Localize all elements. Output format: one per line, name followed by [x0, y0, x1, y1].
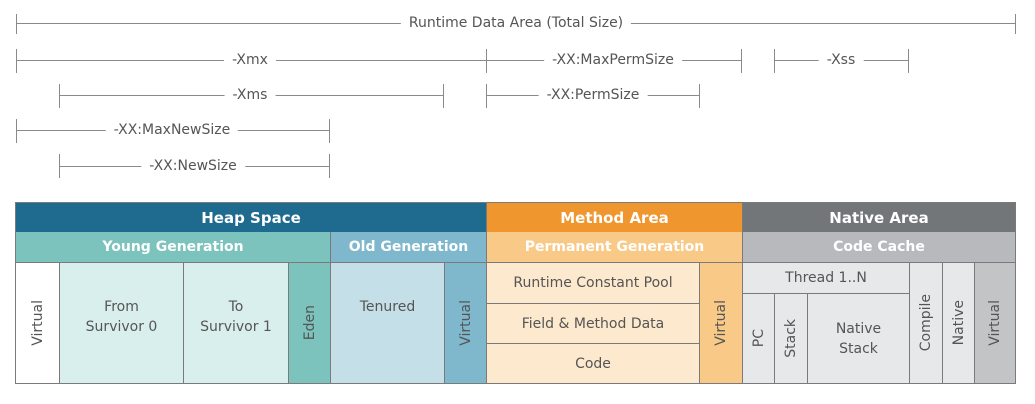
field-method-data-cell: Field & Method Data [486, 303, 699, 343]
dim-maxpermsize-label: -XX:MaxPermSize [544, 51, 682, 69]
heap-space-header: Heap Space [16, 203, 486, 232]
native-label: Native [950, 300, 967, 346]
dim-maxnewsize-label: -XX:MaxNewSize [105, 121, 239, 139]
runtime-constant-pool-label: Runtime Constant Pool [513, 275, 673, 291]
old-virtual-cell: Virtual [444, 262, 486, 383]
from-survivor-cell: From Survivor 0 [59, 262, 183, 383]
pc-cell: PC [742, 293, 774, 383]
permanent-generation-header: Permanent Generation [486, 232, 742, 262]
native-stack-cell: Native Stack [807, 293, 909, 383]
old-virtual-label: Virtual [457, 300, 474, 346]
perm-virtual-label: Virtual [713, 300, 729, 346]
old-generation-header: Old Generation [330, 232, 486, 262]
dim-permsize-label: -XX:PermSize [538, 86, 648, 104]
field-method-data-label: Field & Method Data [521, 315, 665, 332]
to-survivor-label: To Survivor 1 [200, 299, 272, 335]
code-cache-header: Code Cache [742, 232, 1015, 262]
young-virtual-label: Virtual [29, 300, 46, 346]
to-survivor-cell: To Survivor 1 [183, 262, 288, 383]
code-cell: Code [486, 343, 699, 383]
young-virtual-cell: Virtual [16, 262, 59, 383]
stack-cell: Stack [774, 293, 807, 383]
tenured-label: Tenured [359, 299, 416, 315]
pc-label: PC [750, 329, 767, 348]
thread-cell: Thread 1..N [742, 262, 909, 293]
native-cell: Native [942, 262, 974, 383]
young-generation-header: Young Generation [16, 232, 330, 262]
compile-label: Compile [918, 294, 934, 352]
eden-cell: Eden [288, 262, 330, 383]
compile-cell: Compile [909, 262, 942, 383]
native-virtual-cell: Virtual [974, 262, 1015, 383]
code-label: Code [575, 355, 611, 372]
method-area-header: Method Area [486, 203, 742, 232]
native-virtual-label: Virtual [987, 300, 1003, 346]
native-stack-label: Native Stack [835, 320, 882, 357]
memory-diagram [15, 202, 1016, 384]
runtime-constant-pool-cell: Runtime Constant Pool [486, 262, 699, 303]
dim-newsize-label: -XX:NewSize [141, 157, 245, 175]
dim-xms-label: -Xms [224, 86, 276, 104]
dim-xss-label: -Xss [818, 51, 864, 69]
stack-label: Stack [783, 319, 799, 358]
dim-xmx-label: -Xmx [224, 51, 276, 69]
thread-label: Thread 1..N [785, 270, 867, 286]
from-survivor-label: From Survivor 0 [85, 299, 158, 335]
native-area-header: Native Area [742, 203, 1015, 232]
dim-runtime-label: Runtime Data Area (Total Size) [400, 14, 632, 32]
tenured-cell: Tenured [330, 262, 444, 383]
perm-virtual-cell: Virtual [699, 262, 742, 383]
eden-label: Eden [301, 305, 318, 341]
